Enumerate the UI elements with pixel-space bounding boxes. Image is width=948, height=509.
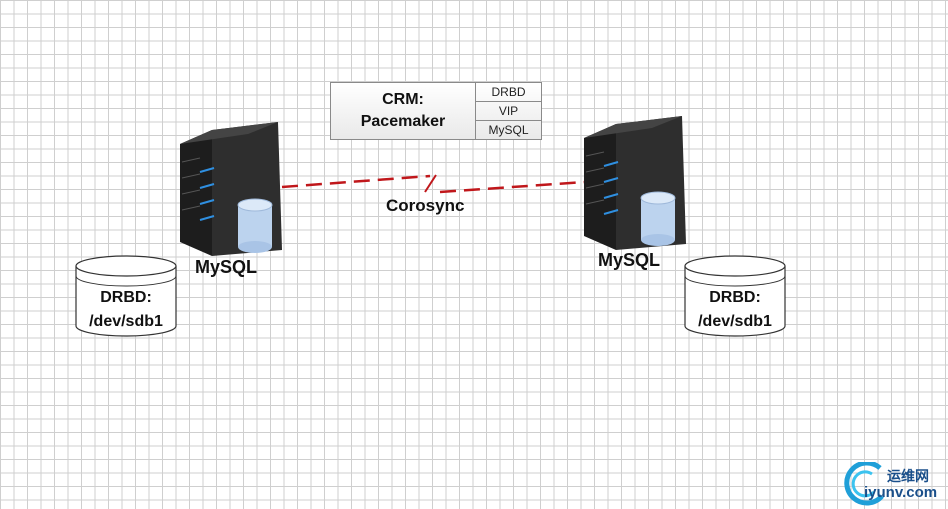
disk-label-right: DRBD: /dev/sdb1 bbox=[683, 286, 787, 336]
disk-right-line1: DRBD: bbox=[709, 289, 761, 306]
crm-pacemaker-box: CRM: Pacemaker DRBD VIP MySQL bbox=[330, 82, 542, 140]
node-label-right: MySQL bbox=[598, 250, 661, 270]
resource-vip: VIP bbox=[476, 102, 541, 121]
crm-title-line1: CRM: bbox=[382, 91, 424, 108]
corosync-label: Corosync bbox=[386, 196, 465, 215]
resource-drbd: DRBD bbox=[476, 83, 541, 102]
disk-right-line2: /dev/sdb1 bbox=[698, 313, 772, 330]
crm-resource-list: DRBD VIP MySQL bbox=[476, 83, 541, 139]
disk-label-left: DRBD: /dev/sdb1 bbox=[74, 286, 178, 336]
disk-icon-left bbox=[75, 255, 177, 337]
watermark-line1: 运维网 bbox=[887, 468, 929, 484]
disk-icon-right bbox=[684, 255, 786, 337]
resource-mysql: MySQL bbox=[488, 123, 529, 137]
disk-left-line1: DRBD: bbox=[100, 289, 152, 306]
crm-title: CRM: Pacemaker bbox=[331, 83, 476, 139]
crm-title-line2: Pacemaker bbox=[360, 113, 446, 130]
watermark-logo-icon bbox=[844, 462, 884, 506]
node-label-left: MySQL bbox=[195, 257, 258, 277]
database-icon-right bbox=[640, 191, 676, 246]
database-icon-left bbox=[237, 198, 273, 253]
disk-left-line2: /dev/sdb1 bbox=[89, 313, 163, 330]
watermark-line2: iyunv.com bbox=[864, 484, 938, 501]
